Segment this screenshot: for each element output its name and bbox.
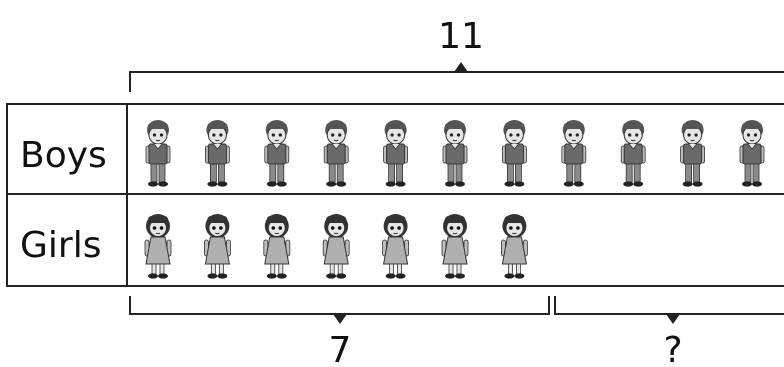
bottom-bracket-right-arrow: [666, 314, 680, 324]
top-bracket-arrow: [454, 62, 468, 72]
bottom-bracket-right-label: ?: [663, 330, 682, 367]
row-label-boys: Boys: [20, 135, 107, 176]
data-table: Boys Girls: [7, 104, 784, 286]
bottom-bracket-left-arrow: [333, 314, 347, 324]
row-label-girls: Girls: [20, 225, 101, 266]
bottom-bracket-right: ?: [555, 296, 784, 367]
bottom-bracket-left-label: 7: [329, 330, 352, 367]
top-bracket-label: 11: [438, 16, 484, 57]
bottom-bracket-left: 7: [130, 296, 549, 367]
top-bracket: 11: [130, 16, 784, 92]
